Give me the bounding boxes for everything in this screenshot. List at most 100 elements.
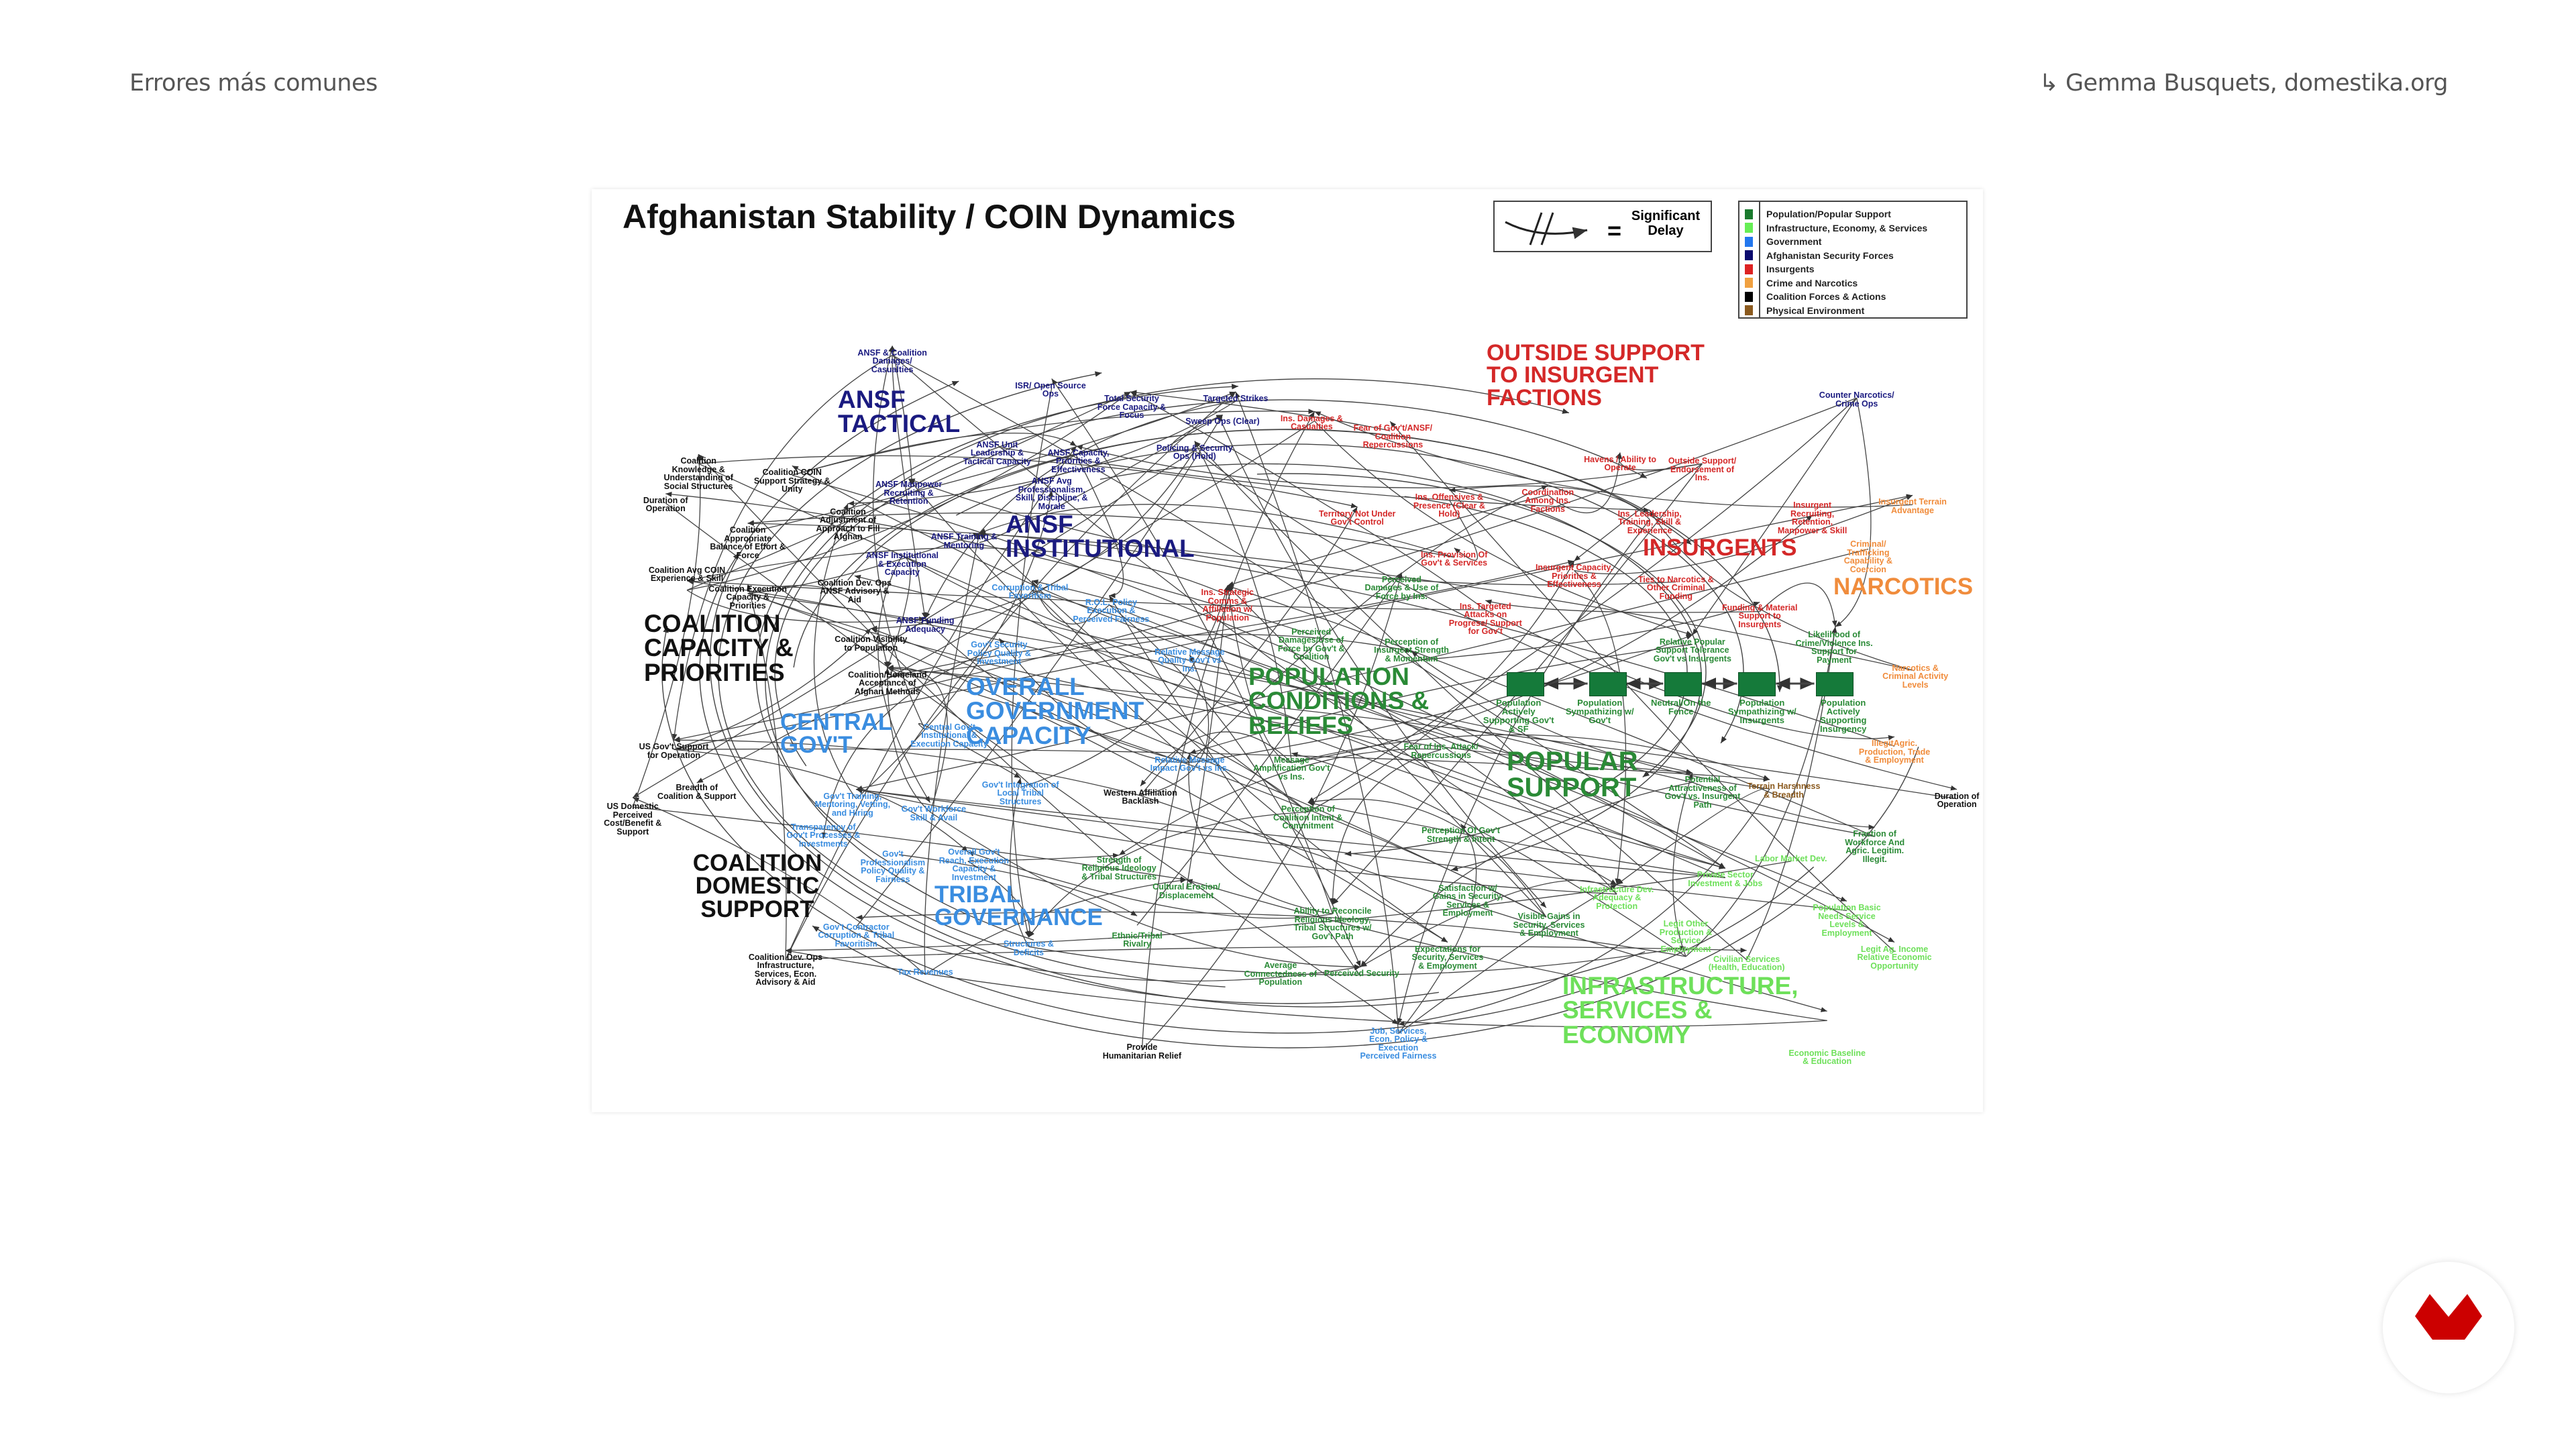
causal-link: [698, 453, 1120, 865]
diagram-node: Infrastructure Dev. Adequacy & Protectio…: [1580, 884, 1654, 911]
diagram-node: Ins. Leadership, Training, Skill & Exper…: [1617, 508, 1682, 535]
causal-link: [884, 667, 930, 812]
causal-link: [1109, 604, 1361, 967]
diagram-node: Legit Ag. Income Relative Economic Oppor…: [1857, 944, 1932, 971]
cluster-overall-government: OVERALL GOVERNMENT CAPACITY: [966, 673, 1144, 749]
delay-arrow-icon: [1505, 212, 1588, 246]
feedback-loop: [661, 625, 1815, 1034]
coin-dynamics-diagram: Afghanistan Stability / COIN Dynamics = …: [592, 189, 1983, 1112]
feedback-loop: [956, 443, 1744, 744]
causal-link: [1235, 391, 1399, 1034]
delay-legend: = Significant Delay: [1493, 201, 1712, 252]
causal-link: [1307, 561, 1575, 812]
causal-link: [908, 478, 1190, 763]
causal-link: [1574, 463, 1703, 561]
diagram-node: R.O.L. Policy Execution & Perceived Fair…: [1073, 597, 1150, 624]
diagram-title: Afghanistan Stability / COIN Dynamics: [623, 198, 1236, 235]
causal-link: [1031, 580, 1110, 625]
cluster-coalition-domestic: COALITION DOMESTIC SUPPORT: [692, 850, 822, 922]
causal-link: [1222, 424, 1547, 908]
causal-link: [674, 628, 871, 750]
diagram-node: Ins. Offensives & Presence (Clear & Hold…: [1413, 492, 1485, 519]
cluster-central-govt: CENTRAL GOV'T: [780, 709, 892, 759]
causal-link: [967, 851, 1333, 919]
causal-link: [930, 811, 1361, 970]
diagram-node: Havens / Ability to Operate: [1584, 454, 1657, 473]
causal-link: [1360, 782, 1693, 967]
causal-link: [1010, 777, 1029, 947]
credit-link[interactable]: ↳ Gemma Busquets, domestika.org: [2039, 70, 2448, 97]
legend-label: Crime and Narcotics: [1766, 277, 1858, 288]
causal-link: [1185, 586, 1230, 890]
diagram-node: Perception of Insurgent Strength & Momen…: [1374, 637, 1449, 663]
diagram-node: Fear of Gov't/ANSF/ Coalition Repercussi…: [1353, 423, 1433, 450]
causal-link: [747, 593, 1693, 775]
legend-label: Coalition Forces & Actions: [1766, 291, 1886, 302]
causal-link: [747, 521, 1915, 672]
causal-link: [1398, 884, 1617, 1034]
diagram-node: Civilian Services (Health, Education): [1708, 954, 1785, 973]
diagram-node: Coalition Dev. Ops Infrastructure, Servi…: [748, 952, 823, 987]
causal-link: [1574, 570, 1627, 885]
cluster-tribal-governance: TRIBAL GOVERNANCE: [934, 881, 1103, 931]
diagram-node: Coalition Appropriate Balance of Effort …: [710, 525, 786, 560]
legend-label: Infrastructure, Economy, & Services: [1766, 222, 1928, 233]
diagram-node: Insurgent Recruiting, Retention, Manpowe…: [1777, 500, 1847, 535]
diagram-node: Coalition Execution Capacity & Prioritie…: [708, 584, 787, 610]
causal-link: [1226, 586, 1292, 763]
causal-link: [890, 345, 912, 489]
causal-link: [1032, 579, 1617, 895]
causal-link: [855, 415, 1223, 928]
population-stock-label: Neutral/On the Fence: [1650, 698, 1711, 716]
causal-link: [686, 547, 1228, 596]
return-arrow-icon: ↳: [2039, 70, 2059, 97]
diagram-node: Ability to Reconcile Religious Ideology,…: [1293, 906, 1372, 941]
causal-link: [871, 628, 1547, 918]
diagram-node: Terrain Harshness & Breadth: [1747, 782, 1821, 800]
causal-link: [1108, 595, 1361, 977]
causal-link: [1835, 398, 1872, 627]
diagram-node: Criminal/ Trafficking Capability & Coerc…: [1843, 539, 1892, 574]
causal-link: [1448, 499, 1479, 561]
legend-swatch: [1745, 291, 1753, 302]
cluster-popular-support: POPULAR SUPPORT: [1507, 747, 1638, 803]
feedback-loop: [1256, 473, 1707, 777]
diagram-node: Gov't Integration of Local Tribal Struct…: [981, 780, 1059, 806]
causal-link: [1227, 585, 1547, 918]
legend-label: Government: [1766, 236, 1822, 247]
diagram-node: ANSF Unit Leadership & Tactical Capacity: [963, 439, 1031, 466]
causal-link: [1031, 590, 1448, 943]
cluster-ansf-institutional: ANSF INSTITUTIONAL: [1006, 511, 1195, 563]
causal-link: [686, 590, 926, 623]
causal-link: [872, 345, 926, 731]
causal-link: [892, 354, 1726, 869]
causal-link: [1227, 494, 1548, 587]
causal-link: [887, 555, 911, 668]
domestika-logo-button[interactable]: [2383, 1262, 2514, 1393]
diagram-node: ANSF Institutional & Execution Capacity: [865, 551, 939, 578]
causal-link: [672, 354, 893, 741]
diagram-node: Ethnic/Tribal Rivalry: [1112, 930, 1163, 949]
causal-link: [1330, 749, 1442, 905]
diagram-node: Provide Humanitarian Relief: [1102, 1042, 1182, 1061]
causal-link: [747, 593, 1448, 943]
diagram-node: Perception Of Gov't Strength & Intent: [1421, 826, 1500, 844]
causal-link: [1692, 397, 1858, 635]
causal-link: [1186, 879, 1827, 1022]
diagram-node: Corruption & Tribal Favoritism: [991, 582, 1069, 601]
diagram-node: Structures & Deficits: [1003, 939, 1054, 957]
diagram-node: Legit Other Production & Service Employm…: [1659, 919, 1713, 954]
causal-link: [785, 949, 1827, 1028]
causal-link: [1141, 572, 1403, 1051]
diagram-node: Visible Gains in Security, Services & Em…: [1513, 912, 1585, 938]
causal-link: [785, 391, 1236, 961]
diagram-node: IllegitAgric. Production, Trade & Employ…: [1858, 739, 1931, 765]
diagram-node: Expectations for Security, Services & Em…: [1411, 944, 1484, 971]
causal-link: [687, 578, 1486, 610]
causal-link: [856, 787, 1725, 878]
causal-link: [792, 465, 1875, 837]
diagram-node: Counter Narcotics/ Crime Ops: [1819, 390, 1894, 409]
causal-link: [747, 585, 890, 668]
causal-link: [1051, 378, 1334, 914]
